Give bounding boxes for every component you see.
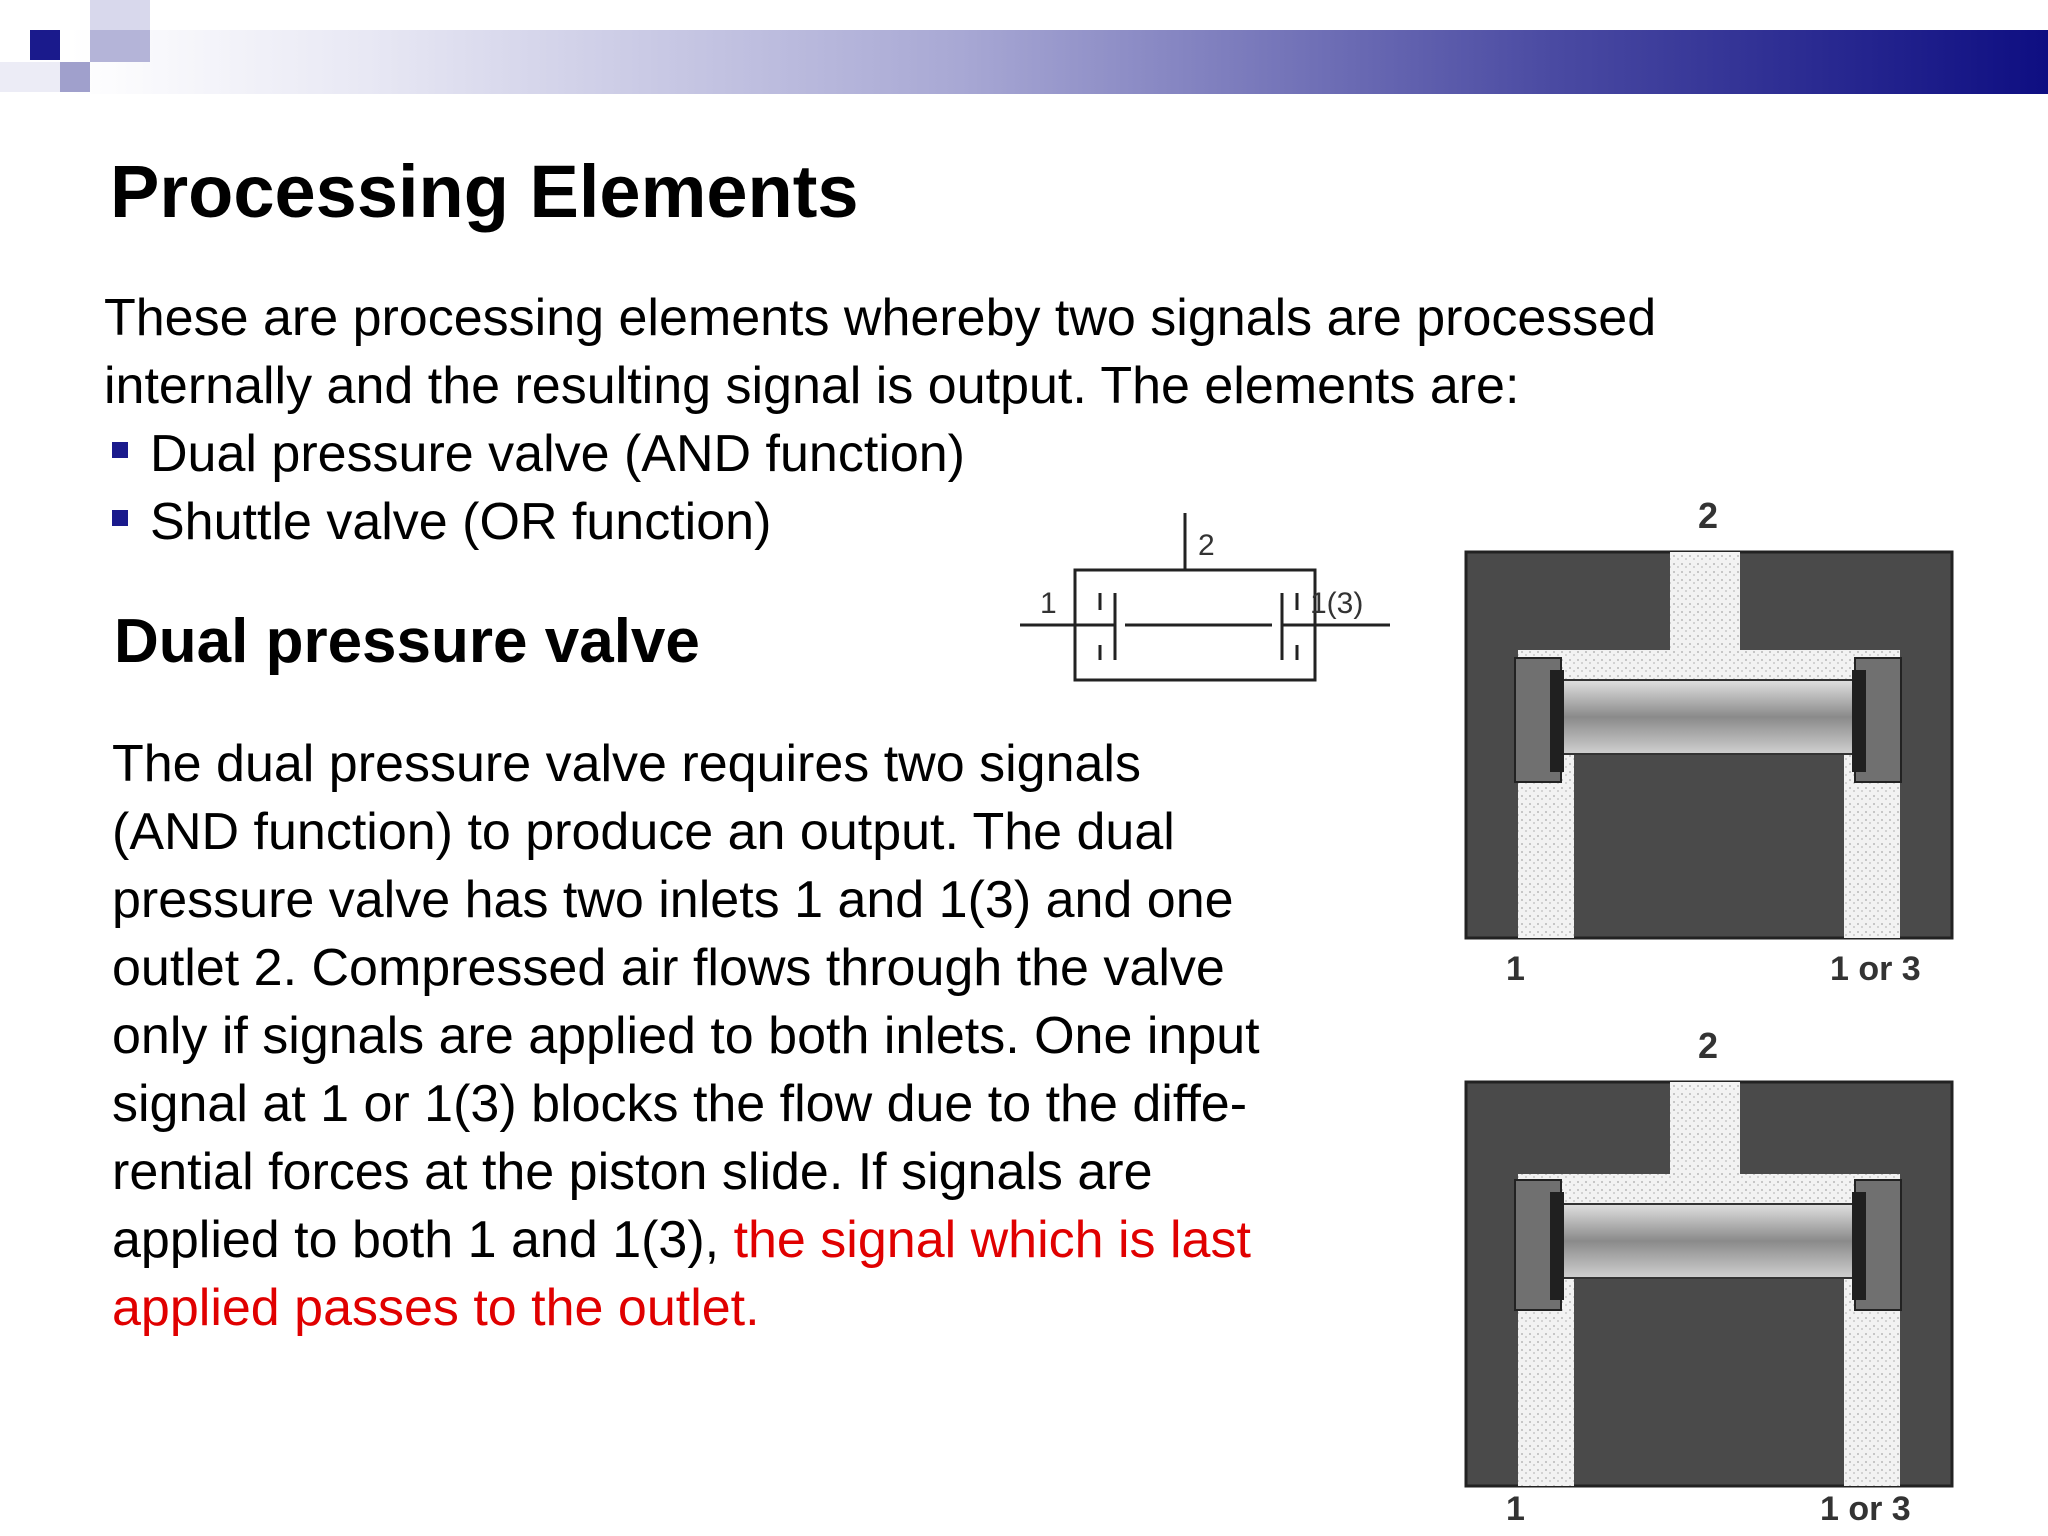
bullet-text: Shuttle valve (OR function) [150,493,772,551]
seal-left [1550,670,1564,772]
intro-block: These are processing elements whereby tw… [104,284,1864,556]
header-gradient-bar [70,30,2048,94]
seal-right [1852,670,1866,772]
body-line: rential forces at the piston slide. If s… [112,1143,1153,1201]
emphasis-text: the signal which is last [733,1211,1251,1269]
body-paragraph: The dual pressure valve requires two sig… [112,730,1412,1342]
bullet-text: Dual pressure valve (AND function) [150,425,965,483]
valve-port-label: 1 [1506,950,1525,988]
valve-port-label: 1 or 3 [1830,950,1921,988]
valve-port-label: 1 or 3 [1820,1490,1911,1528]
emphasis-text: applied passes to the outlet. [112,1279,760,1337]
decorative-square [90,30,150,62]
decorative-square [0,62,60,92]
body-line: outlet 2. Compressed air flows through t… [112,939,1225,997]
body-line: signal at 1 or 1(3) blocks the flow due … [112,1075,1248,1133]
slide-title: Processing Elements [110,150,859,233]
seal-left [1550,1192,1564,1300]
body-line: pressure valve has two inlets 1 and 1(3)… [112,871,1234,929]
piston-rod [1557,679,1859,755]
bullet-item: Dual pressure valve (AND function) [104,420,1864,488]
decorative-square [60,62,90,92]
valve-port-label: 2 [1698,1025,1718,1066]
valve-cross-section-top: 2 1 1 or 3 [1464,495,1954,988]
body-line: applied to both 1 and 1(3), the signal w… [112,1206,1412,1274]
decorative-square [30,30,60,60]
body-line: (AND function) to produce an output. The… [112,803,1175,861]
body-text: applied to both 1 and 1(3), [112,1211,734,1269]
bullet-item: Shuttle valve (OR function) [104,488,1864,556]
body-line: only if signals are applied to both inle… [112,1007,1260,1065]
decorative-square [90,0,150,30]
square-bullet-icon [112,510,128,526]
body-line: applied passes to the outlet. [112,1274,1412,1342]
valve-cross-section-bottom: 2 1 1 or 3 [1464,1025,1954,1528]
section-subtitle: Dual pressure valve [114,607,700,676]
symbol-port-label: 2 [1198,529,1215,562]
intro-line: internally and the resulting signal is o… [104,357,1520,415]
bullet-list: Dual pressure valve (AND function) Shutt… [104,420,1864,556]
symbol-port-label: 1(3) [1310,587,1363,620]
seal-right [1852,1192,1866,1300]
intro-line: These are processing elements whereby tw… [104,289,1657,347]
square-bullet-icon [112,442,128,458]
dual-pressure-valve-symbol: 2 1 1(3) [1020,513,1390,682]
piston-rod [1557,1203,1859,1279]
valve-port-label: 2 [1698,495,1718,536]
valve-port-label: 1 [1506,1490,1525,1528]
body-line: The dual pressure valve requires two sig… [112,735,1141,793]
symbol-port-label: 1 [1040,587,1057,620]
